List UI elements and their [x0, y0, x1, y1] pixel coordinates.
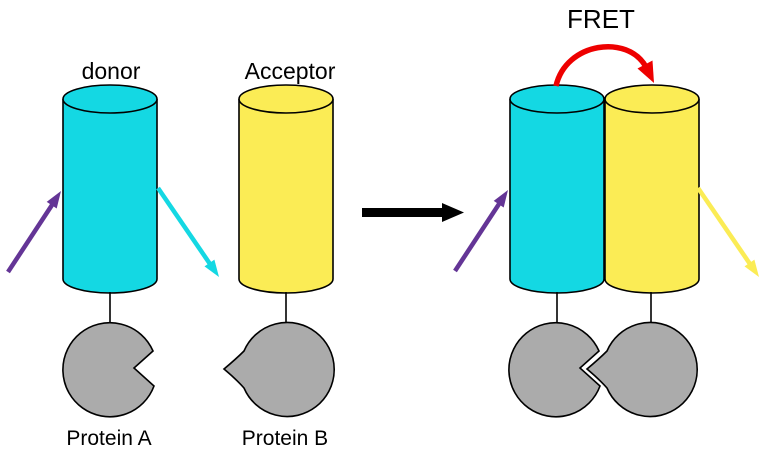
donor-bound-body — [509, 99, 605, 294]
acceptor-cylinder-bound — [604, 84, 700, 294]
acceptor-cylinder-top — [238, 84, 334, 114]
binding-transition-arrow — [362, 203, 464, 222]
fret-transfer-arrow — [553, 44, 654, 87]
protein-b-bound-shape — [585, 321, 699, 418]
acceptor-cylinder-body — [238, 99, 334, 294]
excitation-arrow-right — [453, 190, 508, 273]
donor-bound-top — [509, 84, 605, 114]
protein-a-label: Protein A — [66, 427, 151, 450]
protein-b-shape — [222, 321, 336, 418]
donor-emission-arrow — [156, 186, 219, 277]
donor-label: donor — [82, 58, 141, 84]
protein-a-shape — [62, 321, 155, 418]
acceptor-bound-body — [604, 99, 700, 294]
donor-cylinder-bound — [509, 84, 605, 294]
unbound-state: donor Acceptor Protein A Protein B — [6, 58, 336, 450]
donor-fluorophore-cylinder — [62, 84, 158, 294]
excitation-arrow-left — [6, 191, 61, 274]
protein-a-bound-shape — [508, 321, 601, 418]
acceptor-fluorophore-cylinder — [238, 84, 334, 294]
donor-cylinder-body — [62, 99, 158, 294]
acceptor-bound-top — [604, 84, 700, 114]
bound-complex-state: FRET — [453, 4, 759, 418]
fret-label: FRET — [567, 4, 635, 34]
donor-cylinder-top — [62, 84, 158, 114]
protein-b-label: Protein B — [242, 427, 328, 450]
acceptor-label: Acceptor — [245, 58, 336, 84]
acceptor-emission-arrow — [696, 186, 759, 277]
